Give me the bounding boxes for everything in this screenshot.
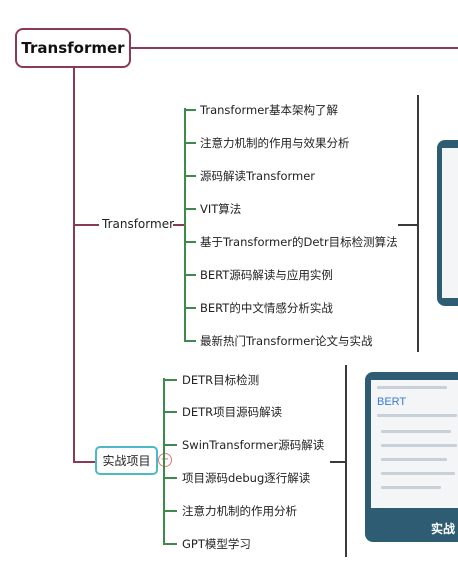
transformer-leaf-8[interactable]: 最新热门Transformer论文与实战 [200,333,373,349]
project-leaf-2[interactable]: DETR项目源码解读 [182,404,282,420]
leaf-connector [184,175,196,177]
transformer-leaf-4[interactable]: VIT算法 [200,201,241,217]
project-leaf-spine [163,378,165,544]
preview-title: BERT [377,396,407,408]
project-group-connector [330,461,346,463]
leaf-connector [184,208,196,210]
leaf-label: 注意力机制的作用与效果分析 [200,136,350,150]
project-preview-image: BERT 实战 [365,372,458,542]
branch-project-node[interactable]: 实战项目 [95,446,158,475]
branch-transformer-node[interactable]: Transformer [102,217,174,231]
leaf-label: VIT算法 [200,202,242,216]
leaf-label: SwinTransformer源码解读 [182,438,325,452]
leaf-connector [163,510,177,512]
leaf-connector [163,411,177,413]
main-trunk [73,68,75,462]
collapse-toggle-icon[interactable]: − [158,453,172,467]
transformer-leaf-7[interactable]: BERT的中文情感分析实战 [200,300,333,316]
leaf-connector [184,340,196,342]
leaf-connector [184,241,196,243]
leaf-connector [163,543,177,545]
leaf-label: 最新热门Transformer论文与实战 [200,334,373,348]
leaf-label: BERT的中文情感分析实战 [200,301,333,315]
transformer-leaf-spine [184,108,186,342]
leaf-connector [163,444,177,446]
transformer-group-connector [398,224,418,226]
transformer-preview-image [437,140,458,306]
leaf-label: Transformer基本架构了解 [200,103,339,117]
leaf-label: 项目源码debug逐行解读 [182,471,311,485]
project-leaf-4[interactable]: 项目源码debug逐行解读 [182,470,310,486]
transformer-leaf-6[interactable]: BERT源码解读与应用实例 [200,267,333,283]
leaf-connector [184,142,196,144]
project-leaf-3[interactable]: SwinTransformer源码解读 [182,437,324,453]
leaf-connector [163,477,177,479]
leaf-label: DETR项目源码解读 [182,405,283,419]
leaf-label: BERT源码解读与应用实例 [200,268,333,282]
transformer-leaf-3[interactable]: 源码解读Transformer [200,168,315,184]
leaf-label: 基于Transformer的Detr目标检测算法 [200,235,398,249]
project-leaf-1[interactable]: DETR目标检测 [182,372,259,388]
transformer-leaf-2[interactable]: 注意力机制的作用与效果分析 [200,135,350,151]
leaf-label: 注意力机制的作用分析 [182,504,297,518]
leaf-label: DETR目标检测 [182,373,260,387]
branch-project-connector [73,461,95,463]
leaf-connector [184,307,196,309]
preview-caption: 实战 [431,522,456,536]
leaf-connector [184,274,196,276]
branch-project-label: 实战项目 [102,454,151,468]
leaf-connector [163,379,177,381]
root-label: Transformer [21,39,125,57]
branch-transformer-label: Transformer [102,217,175,231]
leaf-label: 源码解读Transformer [200,169,316,183]
transformer-group-bracket [417,95,419,352]
project-leaf-6[interactable]: GPT模型学习 [182,536,251,552]
branch-transformer-stub [173,224,185,226]
leaf-label: GPT模型学习 [182,537,251,551]
root-node[interactable]: Transformer [15,28,131,68]
transformer-leaf-1[interactable]: Transformer基本架构了解 [200,102,338,118]
branch-transformer-connector [73,224,99,226]
root-connector [131,47,458,49]
transformer-leaf-5[interactable]: 基于Transformer的Detr目标检测算法 [200,234,398,250]
leaf-connector [184,109,196,111]
project-leaf-5[interactable]: 注意力机制的作用分析 [182,503,297,519]
project-group-bracket [345,365,347,557]
